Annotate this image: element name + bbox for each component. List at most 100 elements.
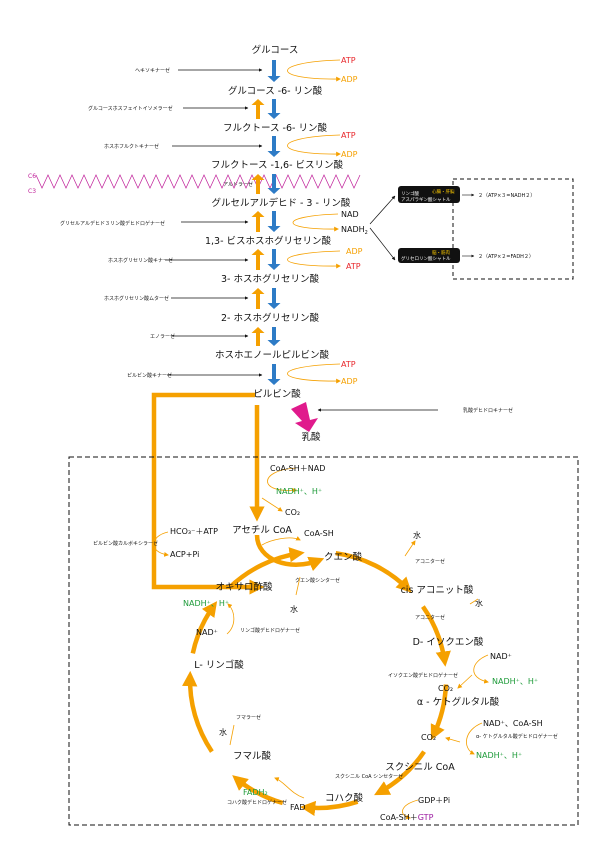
enzyme-gapdh: グリセルアルデヒド３リン酸デヒドロゲナーゼ bbox=[60, 220, 165, 227]
tca-fad: FAD bbox=[290, 803, 306, 812]
lactate-arrow bbox=[291, 402, 318, 432]
shuttle-top-line2: アスパラギン酸シャトル bbox=[401, 196, 451, 203]
enzyme-aldolase: アルドラーゼ bbox=[223, 181, 253, 188]
forward-arrow-4 bbox=[267, 174, 281, 194]
arc-akg-succinyl bbox=[374, 750, 426, 796]
enzyme-scs: スクシニル CoA シンセターゼ bbox=[335, 773, 403, 780]
shuttle-arrow-bottom bbox=[369, 227, 396, 261]
adp-3: ADP bbox=[346, 247, 363, 256]
shuttle-top-result: ２（ATP×３=NADH２） bbox=[478, 193, 535, 199]
c3-label: C3 bbox=[28, 188, 36, 195]
reverse-arrow-7 bbox=[251, 288, 265, 309]
g6p-label: グルコース -6- リン酸 bbox=[228, 85, 323, 97]
tca-nadh-idh: NADH⁺、H⁺ bbox=[492, 677, 538, 686]
pg3-label: 3- ホスホグリセリン酸 bbox=[221, 273, 319, 285]
tca-water-4: 水 bbox=[290, 604, 298, 614]
enzyme-mdh: リンゴ酸デヒドロゲナーゼ bbox=[240, 627, 300, 634]
reverse-arrow-4 bbox=[251, 174, 265, 194]
nad-label: NAD bbox=[341, 210, 359, 219]
shuttle-bottom-result: ２（ATP×２=FADH２） bbox=[478, 254, 534, 260]
cofactor-curve-3 bbox=[287, 250, 341, 269]
tca-co2-pdh: CO₂ bbox=[285, 508, 300, 517]
enzyme-hexokinase: ヘキソキナーゼ bbox=[135, 67, 170, 74]
sdh-cofactor-curve bbox=[274, 777, 305, 799]
enzyme-gpi: グルコースホスフェイトイソメラーゼ bbox=[88, 105, 173, 112]
tca-nad-mdh: NAD⁺ bbox=[196, 628, 218, 637]
tca-water-1: 水 bbox=[413, 530, 421, 540]
pdh-cofactor-curve bbox=[267, 467, 297, 493]
cofactor-curve-4 bbox=[287, 363, 341, 384]
c6-label: C6 bbox=[28, 173, 36, 180]
atp-3: ATP bbox=[346, 262, 361, 271]
succinate-label: コハク酸 bbox=[325, 792, 364, 804]
tca-hco3: HCO₃⁻＋ATP bbox=[170, 527, 218, 536]
reverse-arrow-8 bbox=[251, 327, 265, 346]
enzyme-pc: ピルビン酸カルボキシラーゼ bbox=[93, 540, 158, 547]
tca-gdp: GDP＋Pi bbox=[418, 796, 450, 805]
shuttle-dashed-box bbox=[452, 178, 574, 280]
glucose-label: グルコース bbox=[252, 44, 299, 56]
bpg-label: 1,3- ビスホスホグリセリン酸 bbox=[205, 235, 332, 247]
pyruvate-to-oxaloacetate-line bbox=[151, 392, 265, 595]
atp-2: ATP bbox=[341, 131, 356, 140]
idh-co2-line bbox=[457, 674, 473, 689]
cofactor-curve-2 bbox=[287, 134, 341, 157]
enzyme-pgk: ホスホグリセリン酸キナーゼ bbox=[108, 257, 173, 264]
gtp-highlight: GTP bbox=[418, 813, 434, 822]
cofactor-curve-nad bbox=[292, 213, 339, 232]
nadh-label: NADH2 bbox=[341, 225, 368, 236]
adp-2: ADP bbox=[341, 150, 358, 159]
enzyme-pk: ピルビン酸キナーゼ bbox=[127, 372, 172, 379]
arc-succinate-fumarate bbox=[232, 775, 284, 806]
isocitrate-label: D- イソクエン酸 bbox=[413, 636, 484, 648]
water3-arrow bbox=[229, 724, 235, 746]
gap-label: グルセルアルデヒド - 3 - リン酸 bbox=[212, 197, 351, 209]
tca-coa-gtp: CoA-SH＋GTP bbox=[380, 813, 434, 822]
tca-coash: CoA-SH bbox=[304, 529, 334, 538]
scs-cofactor-curve bbox=[402, 799, 419, 820]
cofactor-curve-1 bbox=[287, 59, 341, 82]
cis-aconitate-label: cis アコニット酸 bbox=[401, 584, 474, 596]
aldolase-zigzag bbox=[35, 174, 361, 189]
malate-label: L- リンゴ酸 bbox=[194, 659, 244, 671]
tca-nadh-kg: NADH⁺、H⁺ bbox=[476, 751, 522, 760]
nadh-text: NADH bbox=[341, 225, 365, 234]
shuttle-bottom-title: 脳・筋肉 bbox=[432, 249, 450, 256]
arc-fumarate-malate bbox=[182, 670, 214, 753]
reverse-arrow-2 bbox=[251, 99, 265, 119]
tca-nad-idh: NAD⁺ bbox=[490, 652, 512, 661]
pyruvate-label: ピルビン酸 bbox=[253, 388, 301, 400]
water1-arrow bbox=[404, 540, 416, 557]
forward-arrow-7 bbox=[267, 288, 281, 309]
f6p-label: フルクトース -6- リン酸 bbox=[223, 122, 327, 134]
atp-1: ATP bbox=[341, 56, 356, 65]
mdh-cofactor-curve bbox=[226, 603, 235, 635]
enzyme-cs: クエン酸シンターゼ bbox=[295, 577, 340, 584]
reverse-arrow-6 bbox=[251, 249, 265, 270]
tca-fadh2: FADH₂ bbox=[243, 788, 268, 797]
enzyme-fumarase: フマラーゼ bbox=[236, 714, 261, 721]
nadh-subscript: 2 bbox=[365, 230, 368, 236]
tca-co2-idh: CO₂ bbox=[438, 684, 453, 693]
shuttle-box-top bbox=[398, 186, 460, 203]
shuttle-top-title: 心臓・肝臓 bbox=[432, 188, 455, 195]
forward-arrow-3 bbox=[267, 136, 281, 157]
tca-water-3: 水 bbox=[219, 727, 227, 737]
forward-arrow-6 bbox=[267, 249, 281, 270]
enzyme-pgm: ホスホグリセリン酸ムターゼ bbox=[104, 295, 169, 302]
tca-dashed-box bbox=[68, 456, 579, 826]
enzyme-pfk: ホスホフルクトキナーゼ bbox=[104, 143, 159, 150]
forward-arrow-5 bbox=[267, 211, 281, 232]
tca-coa-nad: CoA-SH＋NAD bbox=[270, 464, 325, 473]
citrate-label: クエン酸 bbox=[324, 551, 363, 563]
acetylcoa-to-citrate bbox=[254, 534, 325, 572]
atp-4: ATP bbox=[341, 360, 356, 369]
lactate-label: 乳酸 bbox=[301, 431, 321, 443]
forward-arrow-1 bbox=[267, 60, 281, 82]
arc-cis-aconitate-isocitrate bbox=[421, 605, 451, 667]
citrate-coash-curve bbox=[261, 536, 301, 546]
tca-coa-gtp-text: CoA-SH＋ bbox=[380, 813, 418, 822]
pc-cofactor-curve bbox=[153, 531, 169, 557]
akg-label: α - ケトグルタル酸 bbox=[417, 696, 500, 708]
